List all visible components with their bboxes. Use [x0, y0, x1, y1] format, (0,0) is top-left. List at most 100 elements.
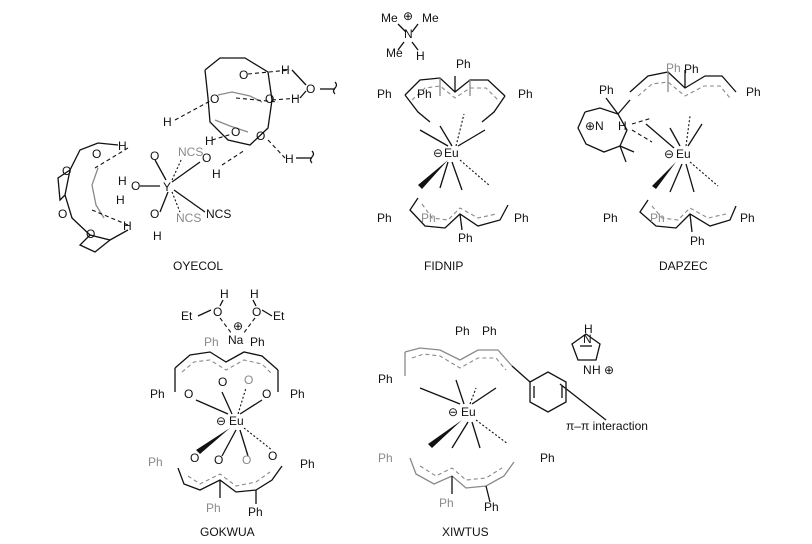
xiwtus-minus: ⊖ — [448, 405, 458, 419]
oyecol-h-label: H — [281, 63, 290, 77]
structure-fidnip: Me ⊕ Me N Me H Ph Ph Ph Ph Eu ⊖ — [377, 9, 533, 273]
oyecol-ncs-right: NCS — [206, 207, 231, 221]
oyecol-o-label: O — [231, 125, 240, 139]
gokwua-h-label: H — [220, 287, 229, 301]
xiwtus-h-label: H — [584, 322, 593, 336]
gokwua-o-label: O — [190, 451, 199, 465]
fidnip-ph-label: Ph — [377, 87, 392, 101]
fidnip-ph-label: Ph — [458, 231, 473, 245]
xiwtus-h-label: H — [592, 363, 601, 377]
oyecol-o-label: O — [306, 82, 315, 96]
oyecol-h-label: H — [212, 167, 221, 181]
dapzec-ph-label: Ph — [650, 211, 665, 225]
fidnip-minus: ⊖ — [433, 146, 443, 160]
fidnip-me-label: Me — [422, 11, 439, 25]
structure-dapzec: Ph Ph Ph Ph N ⊕ H Eu ⊖ P — [577, 61, 761, 273]
oyecol-ncs-upper: NCS — [178, 145, 203, 159]
dapzec-h-label: H — [618, 119, 627, 133]
dapzec-minus: ⊖ — [664, 147, 674, 161]
oyecol-o-label: O — [131, 179, 140, 193]
gokwua-h-label: H — [250, 287, 259, 301]
xiwtus-ph-label: Ph — [378, 451, 393, 465]
gokwua-metal-eu: Eu — [229, 414, 244, 428]
dapzec-ph-label: Ph — [666, 61, 681, 75]
oyecol-h-label: H — [118, 139, 127, 153]
oyecol-caption: OYECOL — [173, 259, 223, 273]
gokwua-ph-label: Ph — [248, 505, 263, 519]
fidnip-me-label: Me — [386, 46, 403, 60]
gokwua-ph-label: Ph — [204, 335, 219, 349]
gokwua-ph-label: Ph — [250, 335, 265, 349]
fidnip-ph-label: Ph — [417, 87, 432, 101]
xiwtus-n-label: N — [583, 332, 592, 346]
oyecol-o-label: O — [202, 151, 211, 165]
fidnip-ph-label: Ph — [377, 211, 392, 225]
xiwtus-ph-label: Ph — [439, 496, 454, 510]
structure-oyecol: O O O O O O O O O Y — [57, 57, 338, 273]
xiwtus-ph-label: Ph — [484, 500, 499, 514]
dapzec-ph-label: Ph — [684, 62, 699, 76]
xiwtus-ph-label: Ph — [378, 372, 393, 386]
oyecol-h-label: H — [123, 219, 132, 233]
gokwua-minus: ⊖ — [216, 414, 226, 428]
oyecol-o-label: O — [92, 147, 101, 161]
oyecol-o-label: O — [58, 207, 67, 221]
fidnip-ph-label: Ph — [421, 211, 436, 225]
gokwua-o-label: O — [214, 453, 223, 467]
gokwua-o-label: O — [242, 453, 251, 467]
fidnip-caption: FIDNIP — [424, 259, 463, 273]
xiwtus-interaction-label: π–π interaction — [566, 419, 648, 433]
gokwua-o-label: O — [213, 305, 222, 319]
fidnip-n-label: N — [404, 27, 413, 41]
fidnip-ph-label: Ph — [514, 211, 529, 225]
oyecol-h-label: H — [291, 92, 300, 106]
gokwua-o-label: O — [184, 387, 193, 401]
oyecol-o-label: O — [150, 149, 159, 163]
oyecol-h-label: H — [205, 134, 214, 148]
gokwua-metal-na: Na — [228, 333, 244, 347]
dapzec-ph-label: Ph — [746, 85, 761, 99]
oyecol-o-label: O — [256, 129, 265, 143]
gokwua-ph-label: Ph — [148, 455, 163, 469]
oyecol-h-label: H — [153, 229, 162, 243]
gokwua-o-label: O — [244, 373, 253, 387]
fidnip-ph-label: Ph — [518, 87, 533, 101]
oyecol-o-label: O — [86, 227, 95, 241]
oyecol-h-label: H — [118, 174, 127, 188]
dapzec-caption: DAPZEC — [659, 259, 708, 273]
oyecol-metal-y: Y — [163, 180, 171, 194]
fidnip-metal-eu: Eu — [444, 146, 459, 160]
gokwua-ph-label: Ph — [206, 501, 221, 515]
fidnip-ph-label: Ph — [456, 57, 471, 71]
oyecol-crown-right: O O O O O — [204, 57, 274, 146]
xiwtus-metal-eu: Eu — [461, 405, 476, 419]
gokwua-o-label: O — [218, 375, 227, 389]
oyecol-o-label: O — [210, 92, 219, 106]
gokwua-et-label: Et — [273, 309, 285, 323]
dapzec-ph-label: Ph — [690, 234, 705, 248]
gokwua-ph-label: Ph — [290, 387, 305, 401]
oyecol-h-label: H — [163, 115, 172, 129]
gokwua-ph-label: Ph — [150, 387, 165, 401]
xiwtus-plus: ⊕ — [604, 363, 614, 377]
xiwtus-ph-label: Ph — [482, 324, 497, 338]
xiwtus-ph-label: Ph — [455, 324, 470, 338]
dapzec-ph-label: Ph — [603, 211, 618, 225]
oyecol-o-label: O — [239, 68, 248, 82]
oyecol-h-label: H — [285, 152, 294, 166]
fidnip-me-label: Me — [381, 11, 398, 25]
gokwua-caption: GOKWUA — [200, 525, 255, 539]
dapzec-plus: ⊕ — [585, 119, 595, 133]
gokwua-o-label: O — [262, 387, 271, 401]
gokwua-ph-label: Ph — [300, 457, 315, 471]
structure-gokwua: H H Et Et O O ⊕ Na Ph Ph Ph Ph O O O O E… — [148, 287, 315, 539]
oyecol-o-label: O — [150, 207, 159, 221]
oyecol-o-label: O — [265, 92, 274, 106]
gokwua-o-label: O — [268, 449, 277, 463]
dapzec-ph-label: Ph — [740, 211, 755, 225]
oyecol-o-label: O — [62, 164, 71, 178]
gokwua-et-label: Et — [181, 309, 193, 323]
fidnip-h-label: H — [416, 49, 425, 63]
xiwtus-n-label: N — [583, 363, 592, 377]
